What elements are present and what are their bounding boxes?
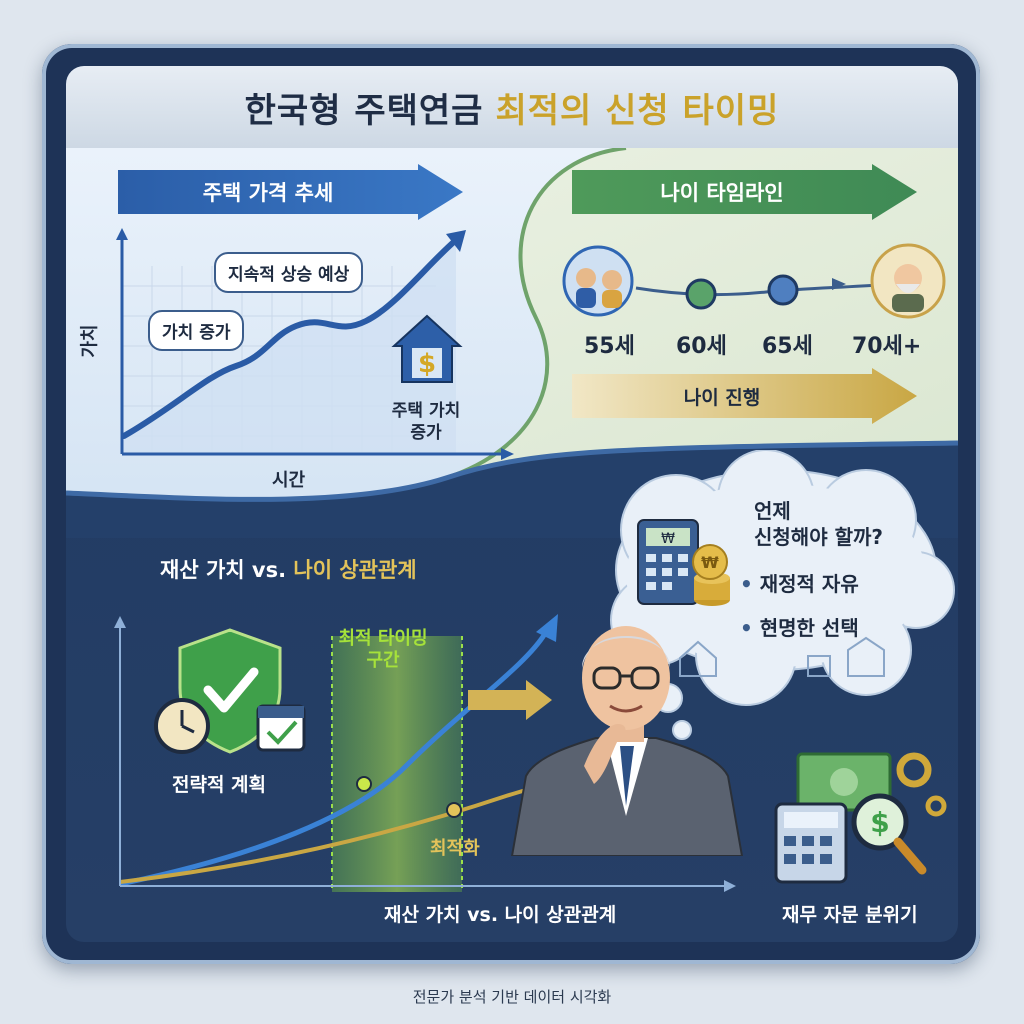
optimal-zone-label-line1: 최적 타이밍 [338,628,428,649]
price-trend-banner: 주택 가격 추세 [202,181,334,205]
finance-icons: $ [774,752,947,884]
thought-cloud: ₩ ₩ [610,450,955,740]
magnifier-symbol: $ [870,806,889,839]
optimal-zone-label-line2: 구간 [366,650,400,671]
age-progress-banner-arrow [572,368,917,424]
correlation-title-highlight: 나이 상관관계 [293,558,417,582]
thought-question: 언제 신청해야 할까? [754,498,883,550]
magnifier-icon [851,793,909,851]
house-value-label-line1: 주택 가치 [391,401,461,421]
house-dollar-icon: $ [391,314,463,383]
age-label-65: 65세 [762,334,813,359]
page-title-highlight: 최적의 신청 타이밍 [495,90,780,131]
calculator-display-text: ₩ [661,531,675,547]
correlation-chart [114,614,736,892]
advisor-label: 재무 자문 분위기 [782,904,918,926]
title-bar: 한국형 주택연금 최적의 신청 타이밍 [66,66,958,148]
optimize-label: 최적화 [430,838,480,859]
thought-question-line1: 언제 [754,499,791,523]
thought-bullet-2-text: 현명한 선택 [759,616,859,640]
strategy-icons [154,628,306,754]
correlation-x-axis-label: 재산 가치 vs. 나이 상관관계 [384,904,617,926]
price-x-axis-label: 시간 [272,470,306,491]
thought-question-line2: 신청해야 할까? [754,525,883,549]
footer-caption: 전문가 분석 기반 데이터 시각화 [412,988,612,1006]
age-label-60: 60세 [676,334,727,359]
thought-bullet-1-text: 재정적 자유 [759,572,859,596]
gear-icon [896,752,932,788]
correlation-title-prefix: 재산 가치 vs. [160,558,287,582]
svg-text:$: $ [418,349,436,379]
correlation-title: 재산 가치 vs. 나이 상관관계 [160,554,417,584]
thought-bullet-2: • 현명한 선택 [740,616,859,640]
thought-bullet-1: • 재정적 자유 [740,572,859,596]
age-label-55: 55세 [584,334,635,359]
age-timeline-banner-arrow [572,164,917,220]
house-value-label-line2: 증가 [410,423,442,443]
age-progress-banner: 나이 진행 [683,386,761,409]
strategy-label: 전략적 계획 [172,774,267,796]
house-value-label: 주택 가치 증가 [366,400,486,444]
rise-speech-bubble: 지속적 상승 예상 [214,252,364,293]
age-timeline-banner: 나이 타임라인 [660,181,784,205]
optimal-zone-label: 최적 타이밍 구간 [318,628,448,672]
age-label-70-plus: 70세+ [852,334,922,359]
price-trend-banner-arrow [118,164,463,220]
age-timeline [562,243,946,319]
infographic-panel: 한국형 주택연금 최적의 신청 타이밍 주택 가격 추세 가치 시간 지속 [66,66,958,942]
increase-speech-bubble: 가치 증가 [148,310,245,351]
coin-symbol: ₩ [701,553,719,572]
price-y-axis-label: 가치 [79,324,101,358]
page-title: 한국형 주택연금 [244,90,484,131]
elderly-advisor-figure [510,626,744,856]
